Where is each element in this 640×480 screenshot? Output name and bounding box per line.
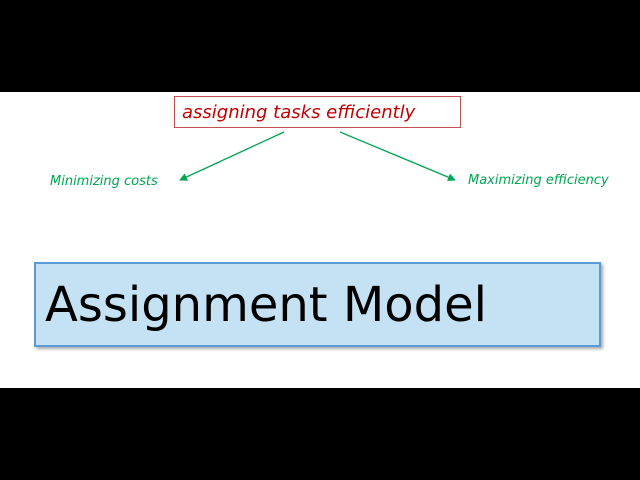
branch-arrows bbox=[179, 131, 456, 181]
title-box: Assignment Model bbox=[34, 262, 601, 347]
topic-text: assigning tasks efficiently bbox=[182, 101, 416, 123]
branch-maximizing-efficiency: Maximizing efficiency bbox=[468, 173, 609, 188]
topic-box: assigning tasks efficiently bbox=[174, 96, 461, 128]
branch-minimizing-costs: Minimizing costs bbox=[50, 174, 158, 189]
branch-right-text: Maximizing efficiency bbox=[468, 173, 609, 188]
branch-left-text: Minimizing costs bbox=[50, 174, 158, 189]
left-arrow bbox=[179, 131, 285, 181]
slide: assigning tasks efficiently Minimizing c… bbox=[0, 92, 640, 388]
title-text: Assignment Model bbox=[45, 276, 487, 333]
right-arrow bbox=[339, 131, 456, 181]
